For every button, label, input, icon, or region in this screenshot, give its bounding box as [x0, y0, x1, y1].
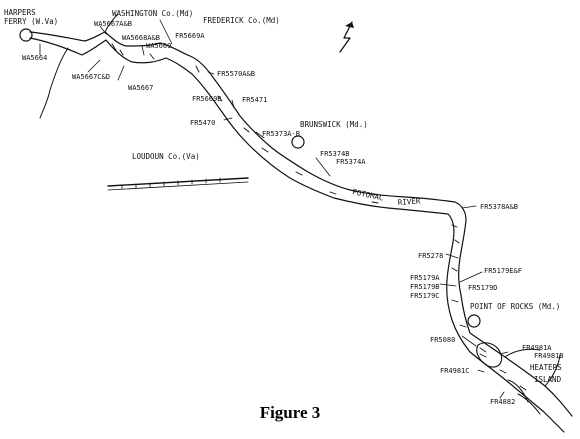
site-label: WA5667	[128, 84, 153, 92]
site-label: FR5179D	[468, 284, 498, 292]
site-label: FR4882	[490, 398, 515, 406]
site-label: FR5179B	[410, 283, 440, 291]
site-label: FR5080	[430, 336, 455, 344]
site-label: WA5668A&B	[122, 34, 160, 42]
river-south-bank	[29, 37, 565, 433]
site-label: FR5378A&B	[480, 203, 518, 211]
place-harpers-ferry-1: HARPERS	[4, 8, 36, 17]
place-river: RIVER	[398, 196, 422, 207]
site-label: WA5667C&D	[72, 73, 110, 81]
site-label: FR5669A	[175, 32, 205, 40]
site-label: FR5470	[190, 119, 215, 127]
figure-caption: Figure 3	[260, 403, 321, 422]
place-heaters-2: ISLAND	[534, 375, 562, 384]
harpers-ferry-marker	[19, 28, 33, 42]
site-leader-lines	[39, 19, 509, 399]
site-label: FR5471	[242, 96, 267, 104]
river-channel	[29, 13, 573, 433]
site-label: FR5179E&F	[484, 267, 522, 275]
place-point-of-rocks: POINT OF ROCKS (Md.)	[470, 302, 560, 311]
scale-bar	[107, 177, 249, 191]
tributary-west	[39, 47, 69, 119]
site-label: FR5669B	[192, 95, 222, 103]
place-heaters-1: HEATERS	[530, 363, 562, 372]
tributary-north	[104, 13, 119, 33]
river-north-bank	[29, 31, 573, 417]
site-label: FR5278	[418, 252, 443, 260]
site-label: WA5669	[146, 42, 171, 50]
heaters-island	[476, 342, 503, 368]
channel-marks	[111, 43, 527, 391]
site-label: WA5664	[22, 54, 47, 62]
site-label: FR4981B	[534, 352, 564, 360]
site-label: FR4981A	[522, 344, 552, 352]
place-potomac: POTOMAC	[352, 187, 385, 202]
north-arrow-icon	[339, 21, 354, 53]
site-label: FR5570A&B	[217, 70, 255, 78]
place-washington-county: WASHINGTON Co.(Md)	[112, 9, 193, 18]
site-label: FR5373A-B	[262, 130, 300, 138]
point-of-rocks-marker	[467, 314, 481, 328]
lower-channel-islands	[507, 379, 541, 415]
site-label: WA5667A&B	[94, 20, 132, 28]
brunswick-marker	[291, 135, 305, 149]
site-label: FR5374B	[320, 150, 350, 158]
site-label: FR5374A	[336, 158, 366, 166]
place-brunswick: BRUNSWICK (Md.)	[300, 120, 368, 129]
site-label: FR4981C	[440, 367, 470, 375]
tributary-east	[504, 348, 561, 387]
place-frederick-county: FREDERICK Co.(Md)	[203, 16, 280, 25]
site-label: FR5179C	[410, 292, 440, 300]
place-harpers-ferry-2: FERRY (W.Va)	[4, 17, 58, 26]
place-loudoun-county: LOUDOUN Co.(Va)	[132, 152, 200, 161]
site-label: FR5179A	[410, 274, 440, 282]
